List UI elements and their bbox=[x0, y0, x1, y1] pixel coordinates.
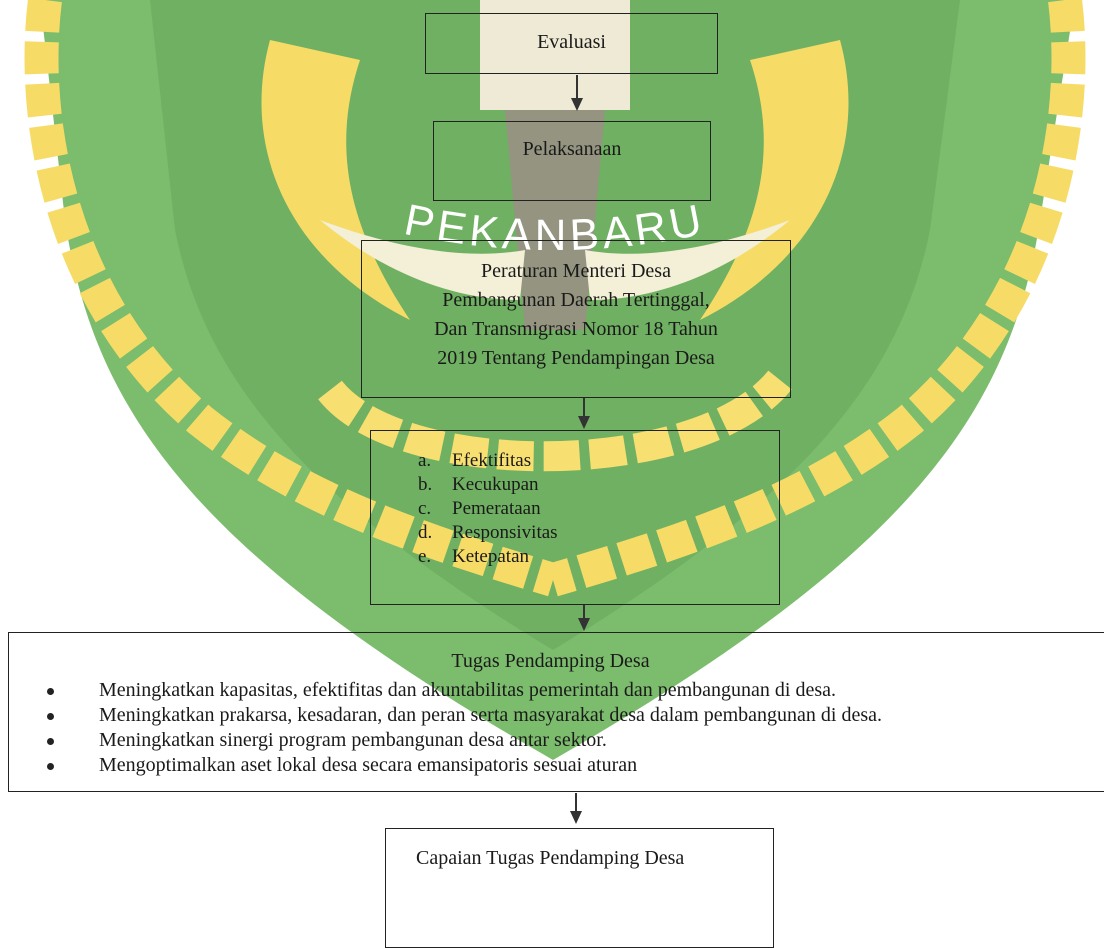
kriteria-marker: d. bbox=[418, 522, 433, 543]
leaf-right bbox=[700, 40, 849, 320]
pelaksanaan-box: Pelaksanaan bbox=[433, 121, 711, 201]
rope-right bbox=[548, 0, 1086, 597]
peraturan-line-3: Dan Transmigrasi Nomor 18 Tahun bbox=[434, 318, 718, 340]
tugas-item: Mengoptimalkan aset lokal desa secara em… bbox=[9, 753, 1092, 778]
peraturan-line-1: Peraturan Menteri Desa bbox=[481, 260, 671, 282]
kriteria-list: a. Efektifitas b. Kecukupan c. Pemerataan d… bbox=[418, 449, 779, 569]
kriteria-marker: a. bbox=[418, 450, 432, 471]
tugas-title: Tugas Pendamping Desa bbox=[451, 650, 650, 672]
evaluasi-box: Evaluasi bbox=[425, 13, 718, 74]
kriteria-marker: c. bbox=[418, 498, 432, 519]
kriteria-box: a. Efektifitas b. Kecukupan c. Pemerataan d… bbox=[370, 430, 780, 605]
kriteria-item: a. Efektifitas bbox=[418, 449, 779, 473]
kriteria-label: Pemerataan bbox=[452, 498, 541, 519]
peraturan-box: Peraturan Menteri Desa Pembangunan Daera… bbox=[361, 240, 791, 398]
tugas-box: Tugas Pendamping Desa Meningkatkan kapas… bbox=[8, 632, 1104, 792]
tugas-item: Meningkatkan prakarsa, kesadaran, dan pe… bbox=[9, 703, 1092, 728]
rope-left bbox=[24, 0, 558, 597]
pelaksanaan-label: Pelaksanaan bbox=[522, 138, 622, 160]
tugas-item: Meningkatkan kapasitas, efektifitas dan … bbox=[9, 678, 1092, 703]
evaluasi-label: Evaluasi bbox=[537, 31, 606, 53]
kriteria-item: d. Responsivitas bbox=[418, 521, 779, 545]
kriteria-item: b. Kecukupan bbox=[418, 473, 779, 497]
kriteria-item: c. Pemerataan bbox=[418, 497, 779, 521]
kriteria-label: Efektifitas bbox=[452, 450, 532, 471]
peraturan-line-4: 2019 Tentang Pendampingan Desa bbox=[437, 347, 715, 369]
kriteria-item: e. Ketepatan bbox=[418, 545, 779, 569]
capaian-label: Capaian Tugas Pendamping Desa bbox=[416, 847, 685, 869]
leaf-left bbox=[261, 40, 410, 320]
kriteria-label: Ketepatan bbox=[452, 546, 530, 567]
column-shape bbox=[505, 110, 605, 330]
rope-bottom bbox=[318, 370, 792, 472]
kriteria-label: Kecukupan bbox=[452, 474, 539, 495]
tugas-item: Meningkatkan sinergi program pembangunan… bbox=[9, 728, 1092, 753]
peraturan-line-2: Pembangunan Daerah Tertinggal, bbox=[442, 289, 710, 311]
kriteria-marker: e. bbox=[418, 546, 432, 567]
capaian-box: Capaian Tugas Pendamping Desa bbox=[385, 828, 774, 948]
kriteria-label: Responsivitas bbox=[452, 522, 558, 543]
kriteria-marker: b. bbox=[418, 474, 433, 495]
book-shape bbox=[480, 0, 630, 110]
tugas-list: Meningkatkan kapasitas, efektifitas dan … bbox=[9, 678, 1092, 778]
